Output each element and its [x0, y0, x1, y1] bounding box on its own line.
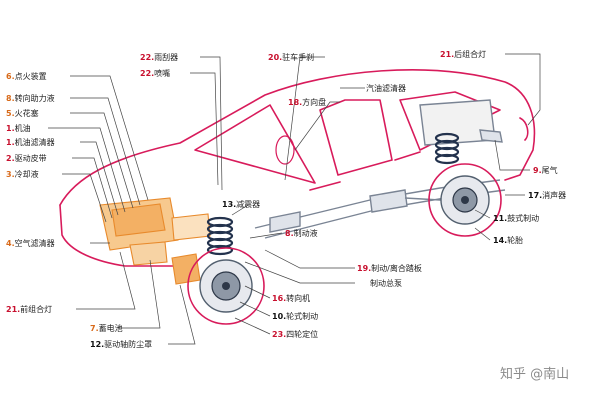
- rear-spring: [434, 132, 460, 165]
- label-steering-fluid: 8.转向助力液: [6, 93, 55, 103]
- label-rear-light: 21.后组合灯: [440, 49, 486, 59]
- label-drive-belt: 2.驱动皮带: [6, 153, 47, 163]
- front-spring: [206, 216, 234, 256]
- part-labels: 6.点火装置 8.转向助力液 5.火花塞 1.机油 1.机油滤清器 2.驱动皮带…: [6, 49, 566, 349]
- label-shock-absorber: 13.减震器: [222, 199, 260, 209]
- label-brake-master: 制动总泵: [370, 278, 402, 288]
- leader-lines: [48, 53, 541, 345]
- label-wiper: 22.雨刮器: [140, 52, 178, 62]
- label-wheel-brake: 10.轮式制动: [272, 311, 318, 321]
- label-steering-wheel: 18.方向盘: [288, 97, 326, 107]
- label-air-filter: 4.空气滤清器: [6, 238, 55, 248]
- label-coolant: 3.冷却液: [6, 169, 39, 179]
- engine-assembly: [99, 197, 211, 285]
- label-battery: 7.蓄电池: [90, 323, 123, 333]
- label-brake-fluid: 8.制动液: [285, 228, 318, 238]
- label-brake-clutch-pedal: 19.制动/离合踏板: [357, 263, 422, 273]
- label-washer: 22.喷嘴: [140, 68, 170, 78]
- rear-wheel: [428, 163, 502, 237]
- label-oil-filter: 1.机油滤清器: [6, 137, 55, 147]
- label-fuel-filter: 汽油滤清器: [366, 83, 406, 93]
- label-front-light: 21.前组合灯: [6, 304, 52, 314]
- label-drive-shaft-boot: 12.驱动轴防尘罩: [90, 339, 152, 349]
- steering-wheel-part: [275, 135, 295, 165]
- label-spark-plug: 5.火花塞: [6, 108, 39, 118]
- label-ignition: 6.点火装置: [6, 71, 47, 81]
- label-wheel-alignment: 23.四轮定位: [272, 329, 318, 339]
- label-parking-brake: 20.驻车手刹: [268, 52, 314, 62]
- front-wheel: [187, 247, 265, 325]
- label-exhaust: 9.尾气: [533, 165, 558, 175]
- label-muffler: 17.消声器: [528, 190, 566, 200]
- label-tire: 14.轮胎: [493, 235, 523, 245]
- car-body-outline: [59, 69, 536, 267]
- watermark: 知乎 @南山: [500, 366, 569, 382]
- label-engine-oil: 1.机油: [6, 123, 31, 133]
- label-drum-brake: 11.鼓式制动: [493, 213, 539, 223]
- label-steering-gear: 16.转向机: [272, 293, 310, 303]
